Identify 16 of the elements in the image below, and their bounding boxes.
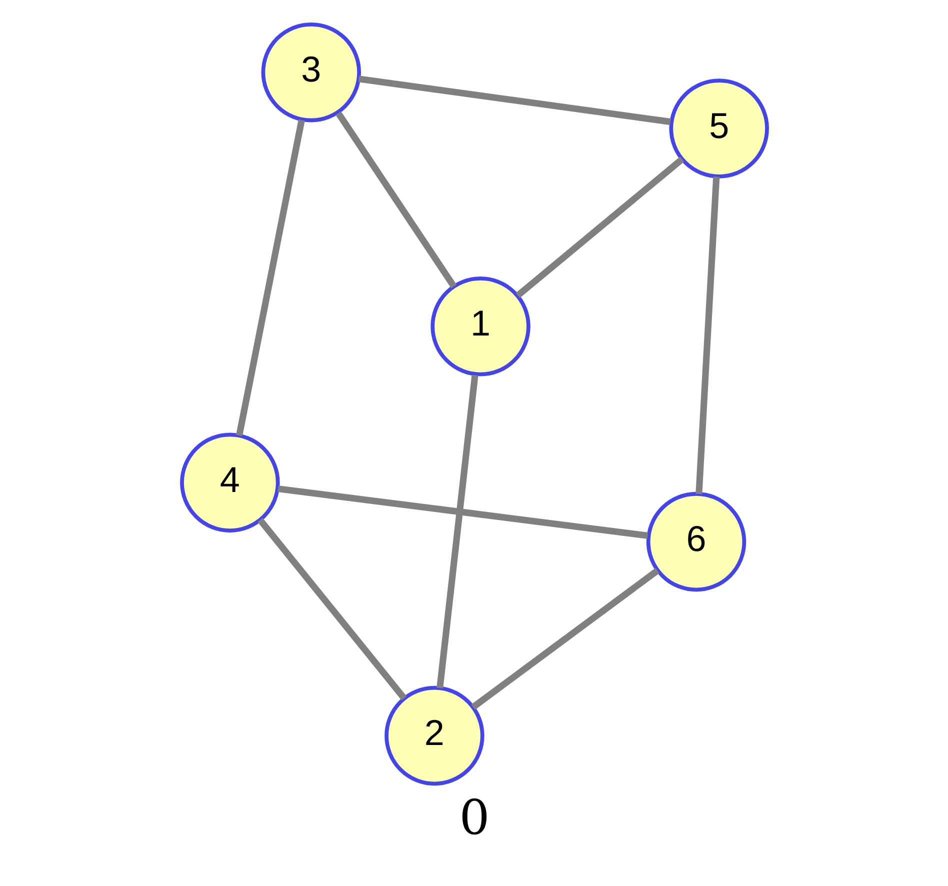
connector [277,485,648,539]
connector [515,156,684,298]
node-circle: 1 [430,276,530,376]
caption: 0 [458,791,490,846]
connector [358,76,670,126]
node-circle: 6 [646,492,746,592]
connector [236,119,304,436]
node-circle: 4 [180,432,280,532]
connector [470,568,659,710]
node-circle: 3 [260,22,361,122]
connector [695,176,720,494]
node-circle: 2 [384,686,484,786]
connector [335,111,456,288]
node-circle: 5 [668,78,768,178]
connector [436,374,478,688]
connector [257,518,406,700]
